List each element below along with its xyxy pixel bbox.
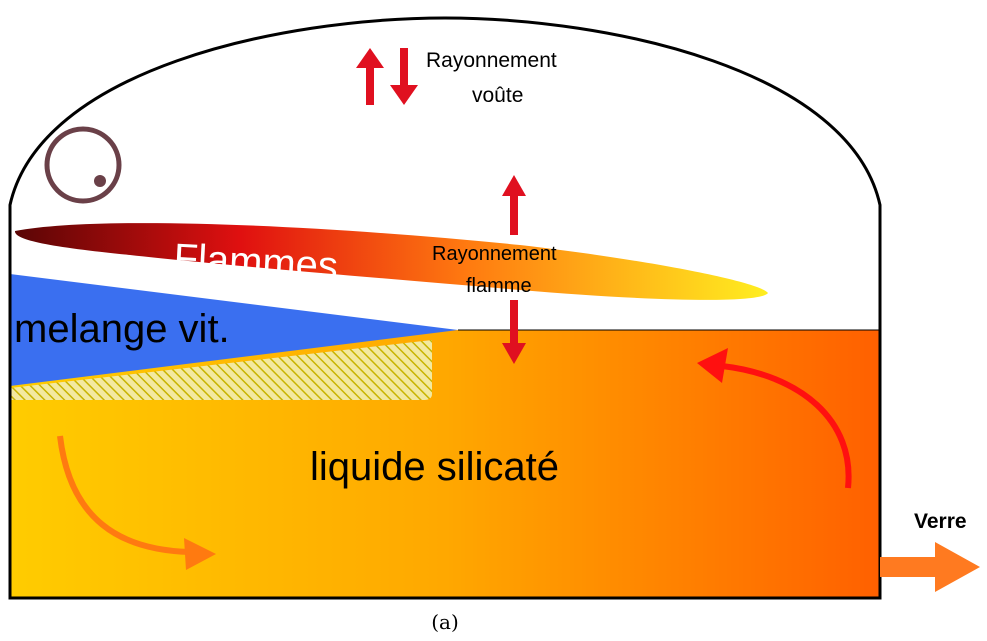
- melt-label: liquide silicaté: [310, 445, 559, 489]
- batch-blanket: [10, 274, 458, 386]
- flame-radiation-arrows: [502, 175, 526, 364]
- glass-output-arrow: [880, 542, 980, 592]
- flame-radiation-label-2: flamme: [466, 275, 532, 297]
- figure-caption: (a): [431, 610, 459, 634]
- output-label: Verre: [914, 510, 967, 533]
- flame: [14, 223, 769, 300]
- batch-label: melange vit.: [14, 307, 230, 351]
- furnace-outline: [8, 16, 882, 600]
- batch-hatch-zone: [10, 340, 432, 400]
- convection-arrow-left: [57, 435, 216, 570]
- burner-icon: [44, 126, 122, 204]
- vault-radiation-arrows: [356, 48, 418, 105]
- flame-label: Flammes: [173, 236, 340, 289]
- vault-radiation-label-1: Rayonnement: [426, 49, 557, 72]
- vault-radiation-label-2: voûte: [472, 84, 523, 107]
- flame-radiation-label-1: Rayonnement: [432, 243, 557, 265]
- convection-arrow-right: [697, 348, 852, 489]
